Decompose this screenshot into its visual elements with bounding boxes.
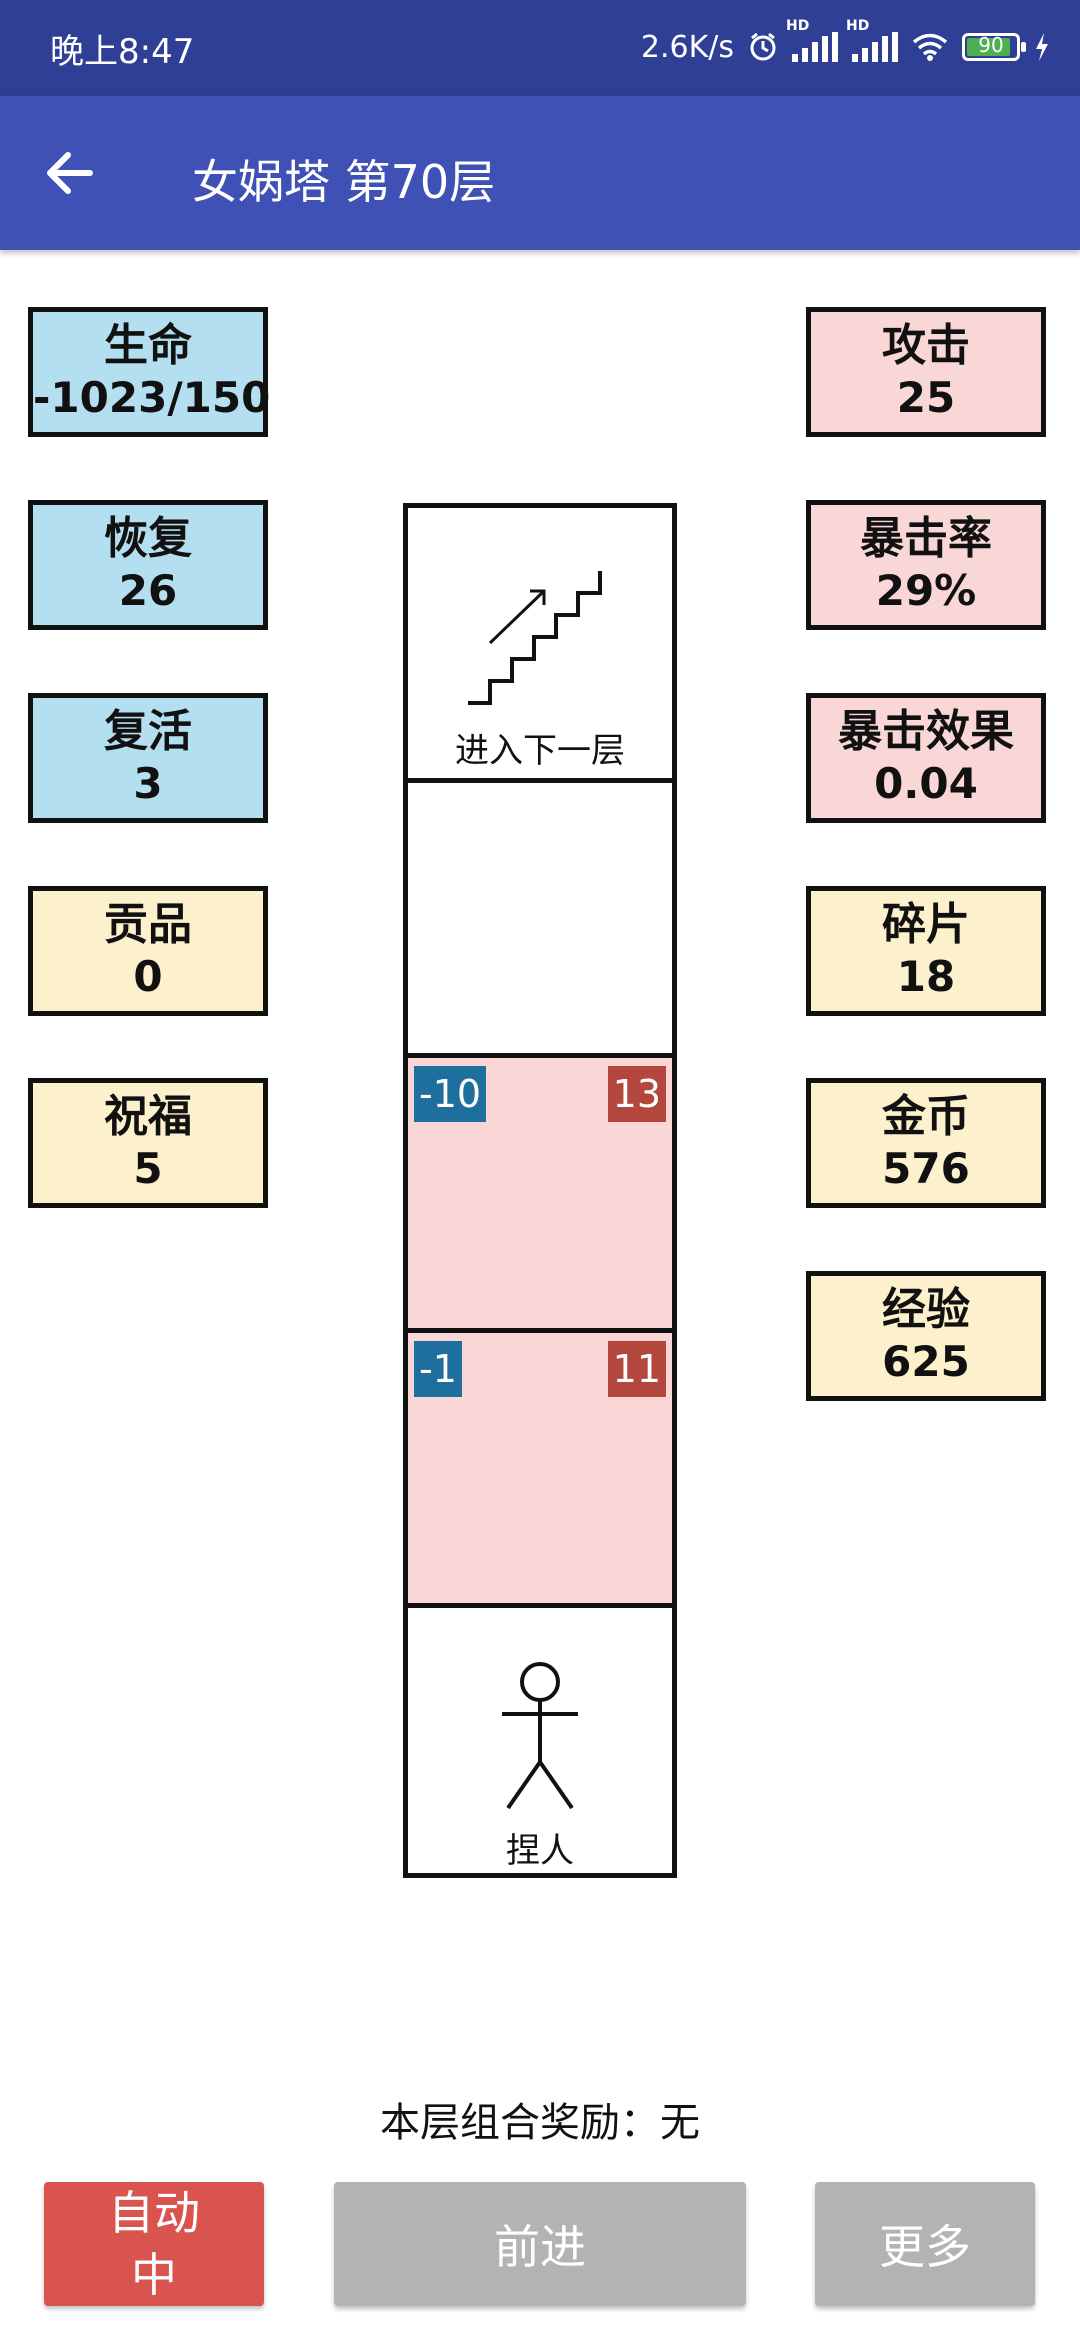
battery-level: 90 (978, 33, 1004, 57)
charging-icon (1036, 33, 1048, 61)
tower: 进入下一层 -10 13 -1 11 捏人 (403, 503, 677, 1878)
stat-recovery[interactable]: 恢复 26 (28, 500, 268, 630)
stat-crit-effect[interactable]: 暴击效果 0.04 (806, 693, 1046, 823)
auto-button[interactable]: 自动 中 (44, 2182, 264, 2306)
stat-value: 625 (882, 1337, 970, 1386)
stat-value: 0.04 (874, 759, 978, 808)
status-time: 晚上8:47 (50, 32, 195, 72)
stat-label: 金币 (882, 1091, 970, 1142)
stat-value: 576 (882, 1144, 970, 1193)
page-title: 女娲塔 第70层 (192, 155, 496, 209)
stat-value: 26 (118, 566, 178, 615)
battery-fill (967, 38, 1011, 56)
stat-crit-rate[interactable]: 暴击率 29% (806, 500, 1046, 630)
back-button[interactable] (40, 138, 130, 208)
enemy-hp-badge: 11 (607, 1341, 666, 1397)
signal-icon-2: HD (846, 18, 898, 62)
stairs-icon (468, 571, 602, 705)
enemy-attack-badge: -1 (414, 1341, 462, 1397)
stat-value: 25 (896, 373, 956, 422)
stat-life[interactable]: 生命 -1023/150 (28, 307, 271, 437)
empty-cell[interactable] (408, 783, 672, 1058)
stat-value: 3 (133, 759, 163, 808)
exit-cell[interactable]: 进入下一层 (408, 508, 672, 783)
stat-fragments[interactable]: 碎片 18 (806, 886, 1046, 1016)
stat-value: 18 (896, 952, 956, 1001)
stat-revive[interactable]: 复活 3 (28, 693, 268, 823)
stat-label: 祝福 (104, 1091, 192, 1142)
stat-experience[interactable]: 经验 625 (806, 1271, 1046, 1401)
app-bar: 女娲塔 第70层 (0, 96, 1080, 250)
stat-value: 29% (875, 566, 977, 615)
battery-icon: 90 (962, 33, 1026, 61)
wifi-icon (912, 33, 948, 61)
stat-label: 暴击效果 (838, 706, 1014, 757)
stat-label: 碎片 (882, 899, 970, 950)
alarm-icon (750, 32, 776, 61)
exit-caption: 进入下一层 (455, 731, 625, 771)
stat-label: 暴击率 (860, 513, 992, 564)
stat-label: 攻击 (882, 320, 970, 371)
stat-label: 生命 (104, 320, 192, 371)
combo-reward-text: 本层组合奖励：无 (380, 2100, 700, 2146)
stat-label: 经验 (882, 1284, 970, 1335)
arrow-left-icon (47, 152, 93, 194)
enemy-hp-badge: 13 (607, 1066, 666, 1122)
enemy-cell[interactable]: -1 11 (408, 1333, 672, 1608)
stat-label: 贡品 (104, 899, 192, 950)
stat-value: -1023/150 (33, 373, 271, 422)
stat-offering[interactable]: 贡品 0 (28, 886, 268, 1016)
status-bar: 晚上8:47 2.6K/s HD HD 90 (0, 0, 1080, 96)
stick-figure-icon (502, 1662, 578, 1810)
auto-button-label: 自动 中 (108, 2186, 200, 2302)
forward-button[interactable]: 前进 (334, 2182, 746, 2306)
stat-label: 复活 (104, 706, 192, 757)
stat-attack[interactable]: 攻击 25 (806, 307, 1046, 437)
player-caption: 捏人 (506, 1831, 574, 1871)
stat-gold[interactable]: 金币 576 (806, 1078, 1046, 1208)
stat-blessing[interactable]: 祝福 5 (28, 1078, 268, 1208)
more-button[interactable]: 更多 (815, 2182, 1035, 2306)
stat-label: 恢复 (104, 513, 192, 564)
net-speed: 2.6K/s (640, 29, 734, 65)
player-cell[interactable]: 捏人 (408, 1608, 672, 1873)
more-button-label: 更多 (879, 2220, 971, 2274)
signal-icon: HD (786, 18, 838, 62)
status-icons: 2.6K/s HD HD 90 (640, 18, 1050, 72)
forward-button-label: 前进 (494, 2220, 586, 2274)
enemy-attack-badge: -10 (414, 1066, 487, 1122)
enemy-cell[interactable]: -10 13 (408, 1058, 672, 1333)
stat-value: 5 (133, 1144, 163, 1193)
stat-value: 0 (133, 952, 163, 1001)
